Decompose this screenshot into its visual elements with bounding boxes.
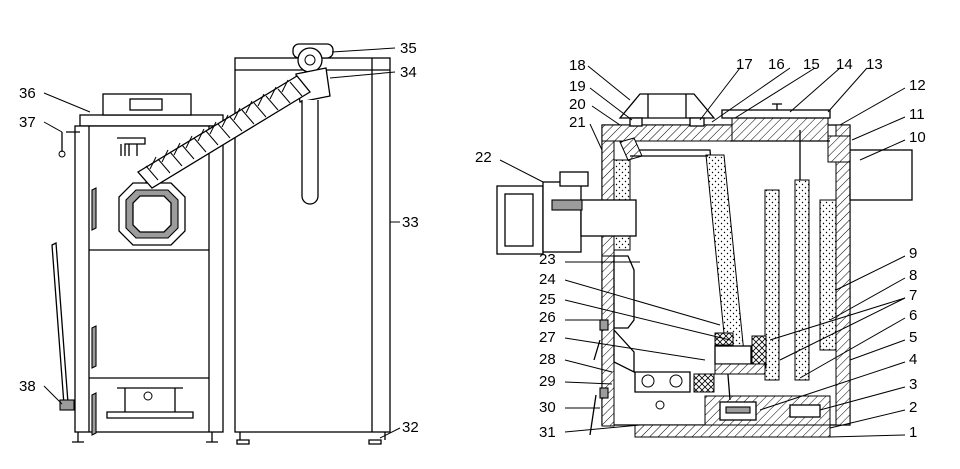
callout-32: 32	[402, 419, 419, 436]
leader-lines	[43, 47, 906, 439]
callout-37: 37	[19, 114, 36, 131]
callout-20: 20	[569, 96, 586, 113]
callout-7: 7	[909, 287, 917, 304]
callout-35: 35	[400, 40, 417, 57]
callout-33: 33	[402, 214, 419, 231]
callout-9: 9	[909, 245, 917, 262]
callout-12: 12	[909, 77, 926, 94]
callout-27: 27	[539, 329, 556, 346]
callout-13: 13	[866, 56, 883, 73]
callout-38: 38	[19, 378, 36, 395]
callout-2: 2	[909, 399, 917, 416]
callout-16: 16	[768, 56, 785, 73]
callout-22: 22	[475, 149, 492, 166]
callout-36: 36	[19, 85, 36, 102]
callout-8: 8	[909, 267, 917, 284]
callout-15: 15	[803, 56, 820, 73]
callout-28: 28	[539, 351, 556, 368]
callout-25: 25	[539, 291, 556, 308]
callout-numbers: 35 34 33 32 36 37 38 22 18 19 20 21 17 1…	[19, 40, 926, 441]
callout-29: 29	[539, 373, 556, 390]
callout-34: 34	[400, 64, 417, 81]
callout-24: 24	[539, 271, 556, 288]
callout-1: 1	[909, 424, 917, 441]
callout-11: 11	[909, 106, 925, 123]
callout-3: 3	[909, 376, 917, 393]
callout-23: 23	[539, 251, 556, 268]
callout-17: 17	[736, 56, 753, 73]
callout-4: 4	[909, 351, 917, 368]
boiler-section-view	[496, 93, 913, 438]
callout-19: 19	[569, 78, 586, 95]
boiler-front-view	[51, 93, 224, 443]
callout-14: 14	[836, 56, 853, 73]
callout-26: 26	[539, 309, 556, 326]
callout-21: 21	[569, 114, 586, 131]
callout-10: 10	[909, 129, 926, 146]
callout-5: 5	[909, 329, 917, 346]
callout-6: 6	[909, 307, 917, 324]
callout-31: 31	[539, 424, 556, 441]
callout-18: 18	[569, 57, 586, 74]
pellet-hopper	[137, 43, 391, 445]
callout-30: 30	[539, 399, 556, 416]
